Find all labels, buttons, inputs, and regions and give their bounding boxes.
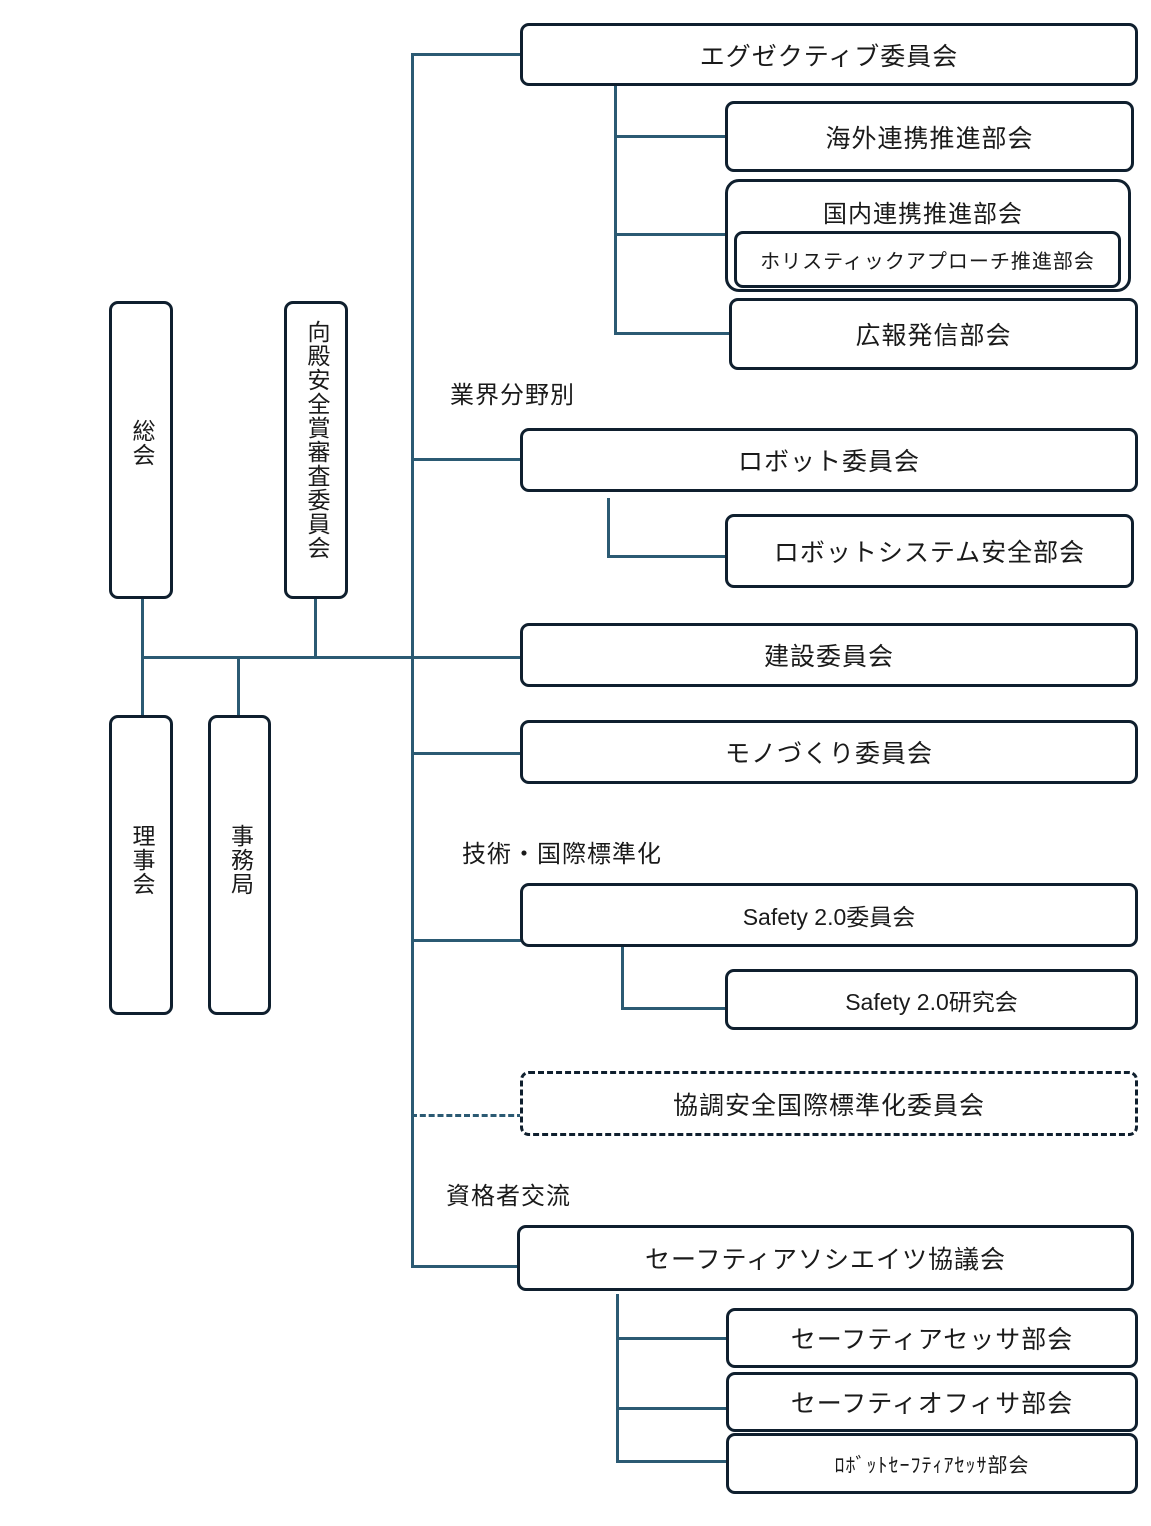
robot-sub-trunk [607, 498, 610, 558]
domestic-subcommittee-group [725, 179, 1131, 292]
section-label-qualified: 資格者交流 [446, 1182, 571, 1210]
award-connector [314, 596, 317, 658]
section-label-industry: 業界分野別 [450, 381, 575, 409]
jimukyoku-label: 事務局 [226, 824, 253, 896]
robot-assessor-branch-line [616, 1460, 728, 1463]
assessor-branch-line [616, 1337, 728, 1340]
executive-sub-trunk [614, 82, 617, 335]
officer-subcommittee-box: セーフティオフィサ部会 [726, 1372, 1138, 1432]
pr-branch-line [614, 332, 731, 335]
cooperative-safety-committee-box: 協調安全国際標準化委員会 [520, 1071, 1138, 1136]
pr-subcommittee-box: 広報発信部会 [729, 298, 1138, 370]
associates-branch-line [411, 1265, 519, 1268]
rijikai-box: 理事会 [109, 715, 173, 1015]
safety20-branch-line [411, 939, 523, 942]
officer-branch-line [616, 1407, 728, 1410]
robot-system-branch-line [607, 555, 727, 558]
robot-system-subcommittee-box: ロボットシステム安全部会 [725, 514, 1134, 588]
associates-council-box: セーフティアソシエイツ協議会 [517, 1225, 1134, 1291]
assessor-subcommittee-box: セーフティアセッサ部会 [726, 1308, 1138, 1368]
jimukyoku-connector [237, 656, 240, 718]
soukai-label: 総会 [128, 419, 154, 467]
associates-sub-trunk [616, 1294, 619, 1463]
left-bus-line [141, 656, 413, 659]
rijikai-label: 理事会 [128, 824, 154, 896]
soukai-box: 総会 [109, 301, 173, 599]
holistic-subcommittee-box: ホリスティックアプローチ推進部会 [734, 231, 1121, 288]
domestic-subcommittee-label: 国内連携推進部会 [823, 200, 1023, 228]
safety20-research-box: Safety 2.0研究会 [725, 969, 1138, 1030]
safety20-committee-box: Safety 2.0委員会 [520, 883, 1138, 947]
safety20-research-branch-line [621, 1007, 727, 1010]
soukai-connector [141, 596, 144, 718]
overseas-branch-line [614, 135, 727, 138]
construction-branch-line [411, 656, 523, 659]
jimukyoku-box: 事務局 [208, 715, 271, 1015]
robot-assessor-subcommittee-box: ﾛﾎﾞｯﾄｾｰﾌﾃｨｱｾｯｻ部会 [726, 1433, 1138, 1494]
overseas-subcommittee-box: 海外連携推進部会 [725, 101, 1134, 172]
monozukuri-branch-line [411, 752, 523, 755]
executive-branch-line [411, 53, 523, 56]
robot-branch-line [411, 458, 523, 461]
award-committee-label: 向殿安全賞審査委員会 [303, 320, 329, 560]
cooperative-branch-dashed-line [411, 1114, 523, 1117]
award-committee-box: 向殿安全賞審査委員会 [284, 301, 348, 599]
main-trunk-line [411, 54, 414, 1268]
monozukuri-committee-box: モノづくり委員会 [520, 720, 1138, 784]
robot-committee-box: ロボット委員会 [520, 428, 1138, 492]
executive-committee-box: エグゼクティブ委員会 [520, 23, 1138, 86]
domestic-branch-line [614, 233, 727, 236]
section-label-tech-standard: 技術・国際標準化 [462, 840, 662, 868]
safety20-sub-trunk [621, 944, 624, 1010]
construction-committee-box: 建設委員会 [520, 623, 1138, 687]
